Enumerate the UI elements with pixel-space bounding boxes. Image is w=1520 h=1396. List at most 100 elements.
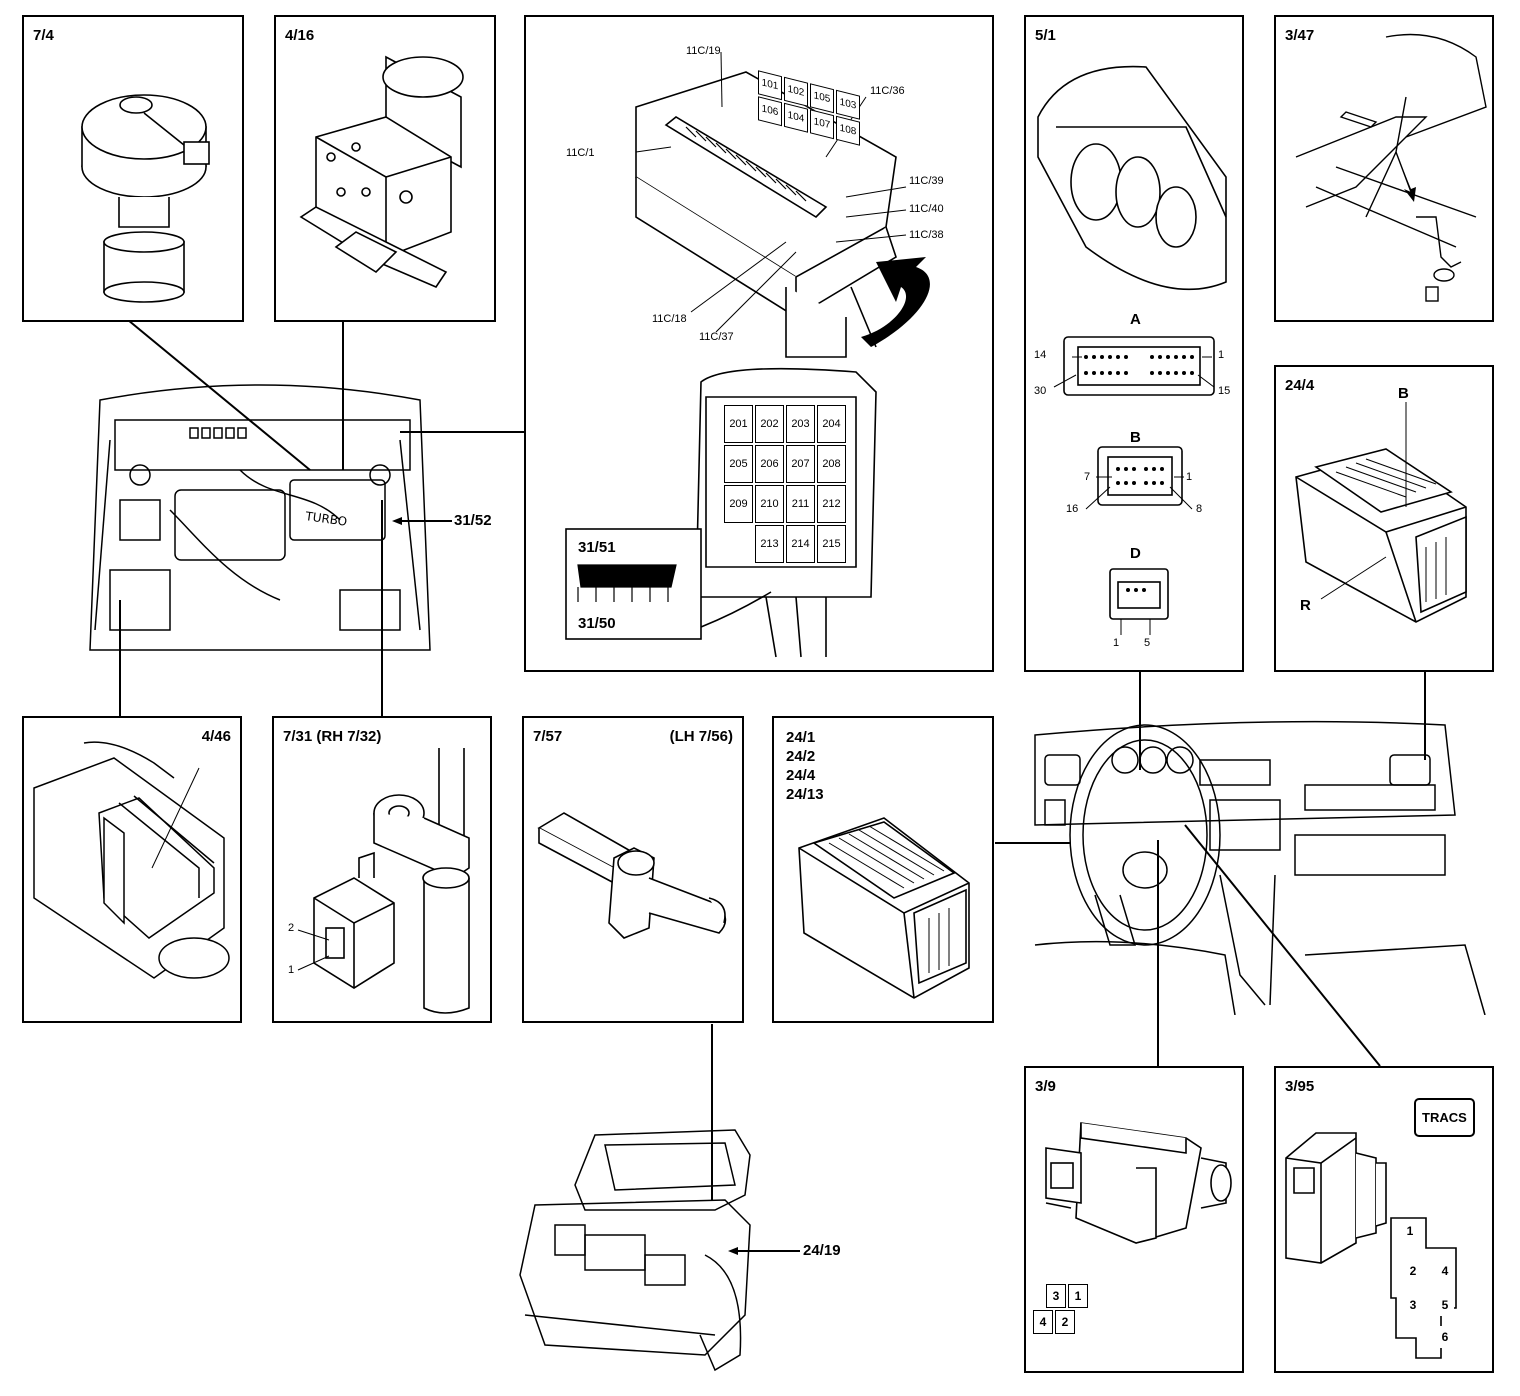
pin-8: 8: [1196, 503, 1203, 515]
label-11c-19: 11C/19: [686, 45, 721, 57]
relay-204: 204: [817, 405, 846, 443]
rear-car-overview: [519, 1129, 751, 1372]
relay-203: 203: [786, 405, 815, 443]
callout-24-19: 24/19: [803, 1242, 841, 1259]
label-11c-36: 11C/36: [870, 85, 905, 97]
relay-103: 103: [836, 89, 860, 120]
panel-4-46: 4/46: [22, 716, 242, 1023]
inset-label-31-50: 31/50: [578, 615, 616, 632]
pin-1: 1: [1113, 637, 1120, 649]
relay-210: 210: [755, 485, 784, 523]
panel-3-47: 3/47: [1274, 15, 1494, 322]
pin-16: 16: [1066, 503, 1079, 515]
instrument-cluster-illustration: [1037, 65, 1227, 635]
panel-title: 7/31 (RH 7/32): [283, 728, 382, 745]
speed-sensor-illustration: [537, 812, 727, 939]
pin-1: 1: [1186, 471, 1193, 483]
panel-24-1: 24/1 24/2 24/4 24/13: [772, 716, 994, 1023]
pin-1: 1: [288, 964, 295, 976]
title-line: 24/1: [786, 729, 816, 746]
pin-4: 4: [1033, 1310, 1053, 1334]
pin-6: 6: [1436, 1326, 1454, 1348]
fusebox-illustration: [565, 51, 930, 658]
relay-201: 201: [724, 405, 753, 443]
pin-30: 30: [1034, 385, 1047, 397]
pin-2: 2: [1404, 1260, 1422, 1282]
pin-1: 1: [1218, 349, 1225, 361]
title-line: 24/13: [786, 786, 824, 803]
label-11c-37: 11C/37: [699, 331, 734, 343]
relay-206: 206: [755, 445, 784, 483]
panel-title: 4/16: [285, 27, 315, 44]
panel-title: 4/46: [201, 728, 231, 745]
control-module-illustration: [1295, 402, 1467, 623]
pin-4: 4: [1436, 1260, 1454, 1282]
connector-d-label: D: [1130, 545, 1141, 562]
panel-7-4: 7/4: [22, 15, 244, 322]
svg-text:TURBO: TURBO: [304, 509, 348, 529]
panel-title: 7/57: [533, 728, 563, 745]
pin-2: 2: [288, 922, 295, 934]
relay-102: 102: [784, 76, 808, 107]
relay-208: 208: [817, 445, 846, 483]
pin-14: 14: [1034, 349, 1047, 361]
pin-2: 2: [1055, 1310, 1075, 1334]
pin-15: 15: [1218, 385, 1231, 397]
connector-a-label: A: [1130, 311, 1141, 328]
control-unit-illustration: [33, 741, 230, 979]
panel-3-9: 3/9 3 1 4 2: [1024, 1066, 1244, 1373]
label-11c-38: 11C/38: [909, 229, 944, 241]
dashboard-overview: [1034, 720, 1486, 1015]
panel-3-95: 3/95 TRACS 1 2 4 3 5 6: [1274, 1066, 1494, 1373]
panel-4-16: 4/16: [274, 15, 496, 322]
pin-5: 5: [1144, 637, 1151, 649]
panel-title-lines: 24/1 24/2 24/4 24/13: [786, 728, 824, 804]
callout-arrow: [728, 1247, 800, 1255]
panel-24-4: 24/4 B R: [1274, 365, 1494, 672]
panel-central-electronic-module: 11C/19 11C/36 11C/1 11C/39 11C/40 11C/38…: [524, 15, 994, 672]
sensor-illustration: [297, 748, 470, 1014]
relay-211: 211: [786, 485, 815, 523]
relay-105: 105: [810, 83, 834, 114]
panel-7-57: 7/57 (LH 7/56): [522, 716, 744, 1023]
relay-207: 207: [786, 445, 815, 483]
panel-7-31: 7/31 (RH 7/32) 2 1: [272, 716, 492, 1023]
tracs-button-label: TRACS: [1414, 1098, 1475, 1137]
panel-title: 24/4: [1285, 377, 1315, 394]
relay-214: 214: [786, 525, 815, 563]
panel-title: 3/47: [1285, 27, 1315, 44]
title-line: 24/4: [786, 767, 816, 784]
pin-1: 1: [1068, 1284, 1088, 1308]
pin-7: 7: [1084, 471, 1091, 483]
callout-arrow: [392, 517, 452, 525]
label-b: B: [1398, 385, 1409, 402]
pin-3: 3: [1404, 1294, 1422, 1316]
panel-title: 3/95: [1285, 1078, 1315, 1095]
engine-bay-overview: TURBO: [89, 384, 431, 651]
relay-205: 205: [724, 445, 753, 483]
panel-title: 7/4: [33, 27, 54, 44]
abs-modulator-illustration: [299, 55, 464, 288]
title-line: 24/2: [786, 748, 816, 765]
pedal-switch-illustration: [1295, 33, 1487, 302]
callout-31-52: 31/52: [454, 512, 492, 529]
pin-1: 1: [1401, 1220, 1419, 1242]
relay-215: 215: [817, 525, 846, 563]
rotary-switch-illustration: [81, 94, 210, 303]
label-11c-18: 11C/18: [652, 313, 687, 325]
tracs-switch-illustration: [1285, 1132, 1457, 1359]
relay-101: 101: [758, 70, 782, 101]
control-module-illustration: [798, 817, 970, 999]
relay-212: 212: [817, 485, 846, 523]
relay-grid-lower: 201 202 203 204 205 206 207 208 209 210 …: [724, 405, 846, 563]
panel-5-1: 5/1: [1024, 15, 1244, 672]
connector-b-label: B: [1130, 429, 1141, 446]
panel-title: 3/9: [1035, 1078, 1056, 1095]
label-11c-1: 11C/1: [566, 147, 595, 159]
inset-label-31-51: 31/51: [578, 539, 616, 556]
panel-title: 5/1: [1035, 27, 1056, 44]
panel-title-right: (LH 7/56): [669, 728, 733, 745]
label-11c-39: 11C/39: [909, 175, 944, 187]
pin-3: 3: [1046, 1284, 1066, 1308]
label-11c-40: 11C/40: [909, 203, 944, 215]
